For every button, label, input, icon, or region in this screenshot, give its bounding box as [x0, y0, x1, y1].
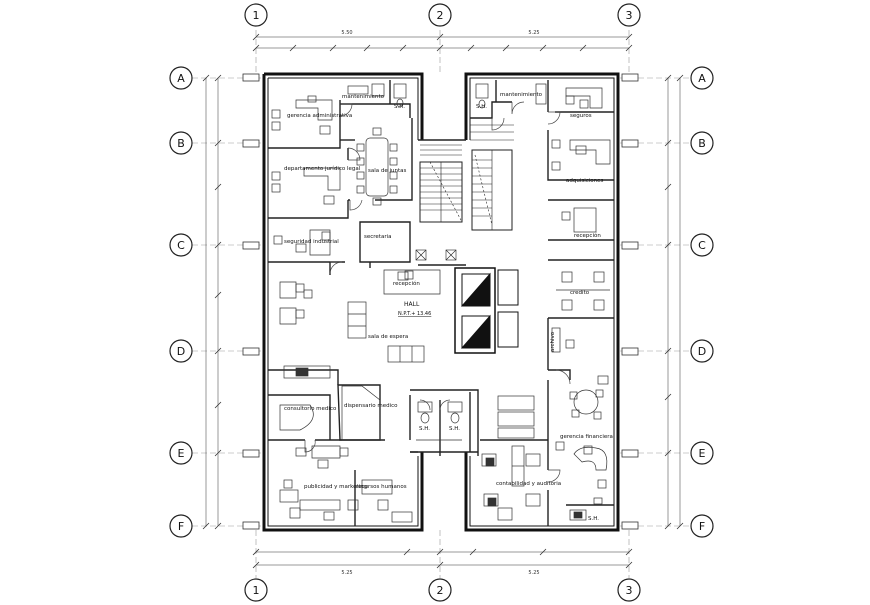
axis-label-A-right: A: [698, 72, 706, 85]
label-recepcion-right: recepción: [574, 232, 601, 239]
label-sala-de-juntas: sala de juntas: [368, 168, 407, 174]
label-recursos-humanos: recursos humanos: [356, 484, 407, 490]
axis-bubble-A-right: A: [690, 66, 714, 90]
axis-label-2-top: 2: [437, 9, 444, 22]
elevators: [454, 267, 519, 354]
axis-label-F-left: F: [178, 520, 184, 533]
furniture: [271, 83, 611, 523]
label-sh-bottom-right: S.H.: [588, 516, 599, 522]
dimension-right: [664, 74, 684, 530]
label-gerencia-financiera: gerencia financiera: [560, 434, 613, 440]
label-gerencia-administrativa: gerencia administrativa: [287, 113, 352, 119]
label-sh-center-left: S.H.: [419, 426, 430, 432]
axis-bubble-1-bottom: 1: [244, 578, 268, 602]
label-mantenimiento-right: mantenimiento: [500, 92, 543, 98]
axis-bubble-2-bottom: 2: [428, 578, 452, 602]
dimension-top: 5.50 5.25: [252, 30, 633, 52]
axis-bubble-B-left: B: [169, 131, 193, 155]
label-sh-right: S.H.: [476, 104, 487, 110]
label-sh-left: S.H.: [394, 104, 405, 110]
label-dispensario-medico: dispensario medico: [344, 403, 398, 409]
dim-top-total-left: 5.50: [341, 30, 352, 36]
axis-bubble-2-top: 2: [428, 3, 452, 27]
dim-top-total-right: 5.25: [528, 30, 539, 36]
label-secretaria: secretaria: [364, 234, 391, 240]
interior-walls: [268, 80, 614, 526]
label-seguridad-industrial: seguridad industrial: [284, 239, 339, 245]
axis-bubble-E-left: E: [169, 441, 193, 465]
label-sh-center-right: S.H.: [449, 426, 460, 432]
label-recepcion: recepción: [393, 280, 420, 287]
room-labels: gerencia administrativa mantenimiento S.…: [284, 92, 613, 522]
axis-bubble-C-left: C: [169, 233, 193, 257]
stair-left: [415, 144, 463, 261]
stair-right: [470, 124, 514, 231]
label-sala-de-espera: sala de espera: [368, 334, 408, 340]
axis-label-D-right: D: [698, 345, 706, 358]
axis-bubble-C-right: C: [690, 233, 714, 257]
axis-label-E-right: E: [699, 447, 706, 460]
dimension-left: [202, 74, 222, 530]
dimension-bottom: 5.25 5.25: [252, 548, 633, 576]
axis-bubble-3-bottom: 3: [617, 578, 641, 602]
axis-label-F-right: F: [699, 520, 705, 533]
dim-bottom-total-left: 5.25: [341, 570, 352, 576]
axis-bubble-E-right: E: [690, 441, 714, 465]
axis-bubble-A-left: A: [169, 66, 193, 90]
axis-label-2-bottom: 2: [437, 584, 444, 597]
label-seguros: seguros: [570, 113, 592, 119]
label-publicidad-y-marketing: publicidad y marketing: [304, 484, 367, 490]
axis-label-A-left: A: [177, 72, 185, 85]
door-swings: [304, 101, 571, 483]
label-adquisiciones: adquisiciones: [566, 178, 604, 184]
label-departamento-juridico: departamento jurídico legal: [284, 165, 361, 172]
axis-label-3-bottom: 3: [626, 584, 633, 597]
label-hall-level: N.P.T.+ 13.46: [398, 311, 431, 317]
axis-bubble-F-left: F: [169, 514, 193, 538]
axis-label-E-left: E: [178, 447, 185, 460]
dim-bottom-total-right: 5.25: [528, 570, 539, 576]
label-contabilidad-y-auditoria: contabilidad y auditoria: [496, 481, 561, 487]
axis-label-C-left: C: [177, 239, 185, 252]
label-consultorio-medico: consultorio medico: [284, 406, 337, 412]
axis-label-3-top: 3: [626, 9, 633, 22]
axis-label-C-right: C: [698, 239, 706, 252]
axis-label-B-left: B: [177, 137, 185, 150]
exterior-walls: [262, 72, 620, 532]
axis-bubble-D-left: D: [169, 339, 193, 363]
axis-bubble-F-right: F: [690, 514, 714, 538]
label-credito: credito: [570, 290, 590, 296]
label-hall: HALL: [404, 301, 420, 308]
axis-bubble-D-right: D: [690, 339, 714, 363]
axis-label-D-left: D: [177, 345, 185, 358]
axis-tick-markers: [242, 73, 639, 530]
label-mantenimiento-left: mantenimiento: [342, 94, 385, 100]
axis-bubble-3-top: 3: [617, 3, 641, 27]
axis-bubble-B-right: B: [690, 131, 714, 155]
label-archivo: archivo: [550, 331, 556, 352]
axis-label-1-bottom: 1: [253, 584, 260, 597]
axis-label-B-right: B: [698, 137, 706, 150]
axis-label-1-top: 1: [253, 9, 260, 22]
grid-lines: [192, 30, 690, 578]
axis-bubble-1-top: 1: [244, 3, 268, 27]
